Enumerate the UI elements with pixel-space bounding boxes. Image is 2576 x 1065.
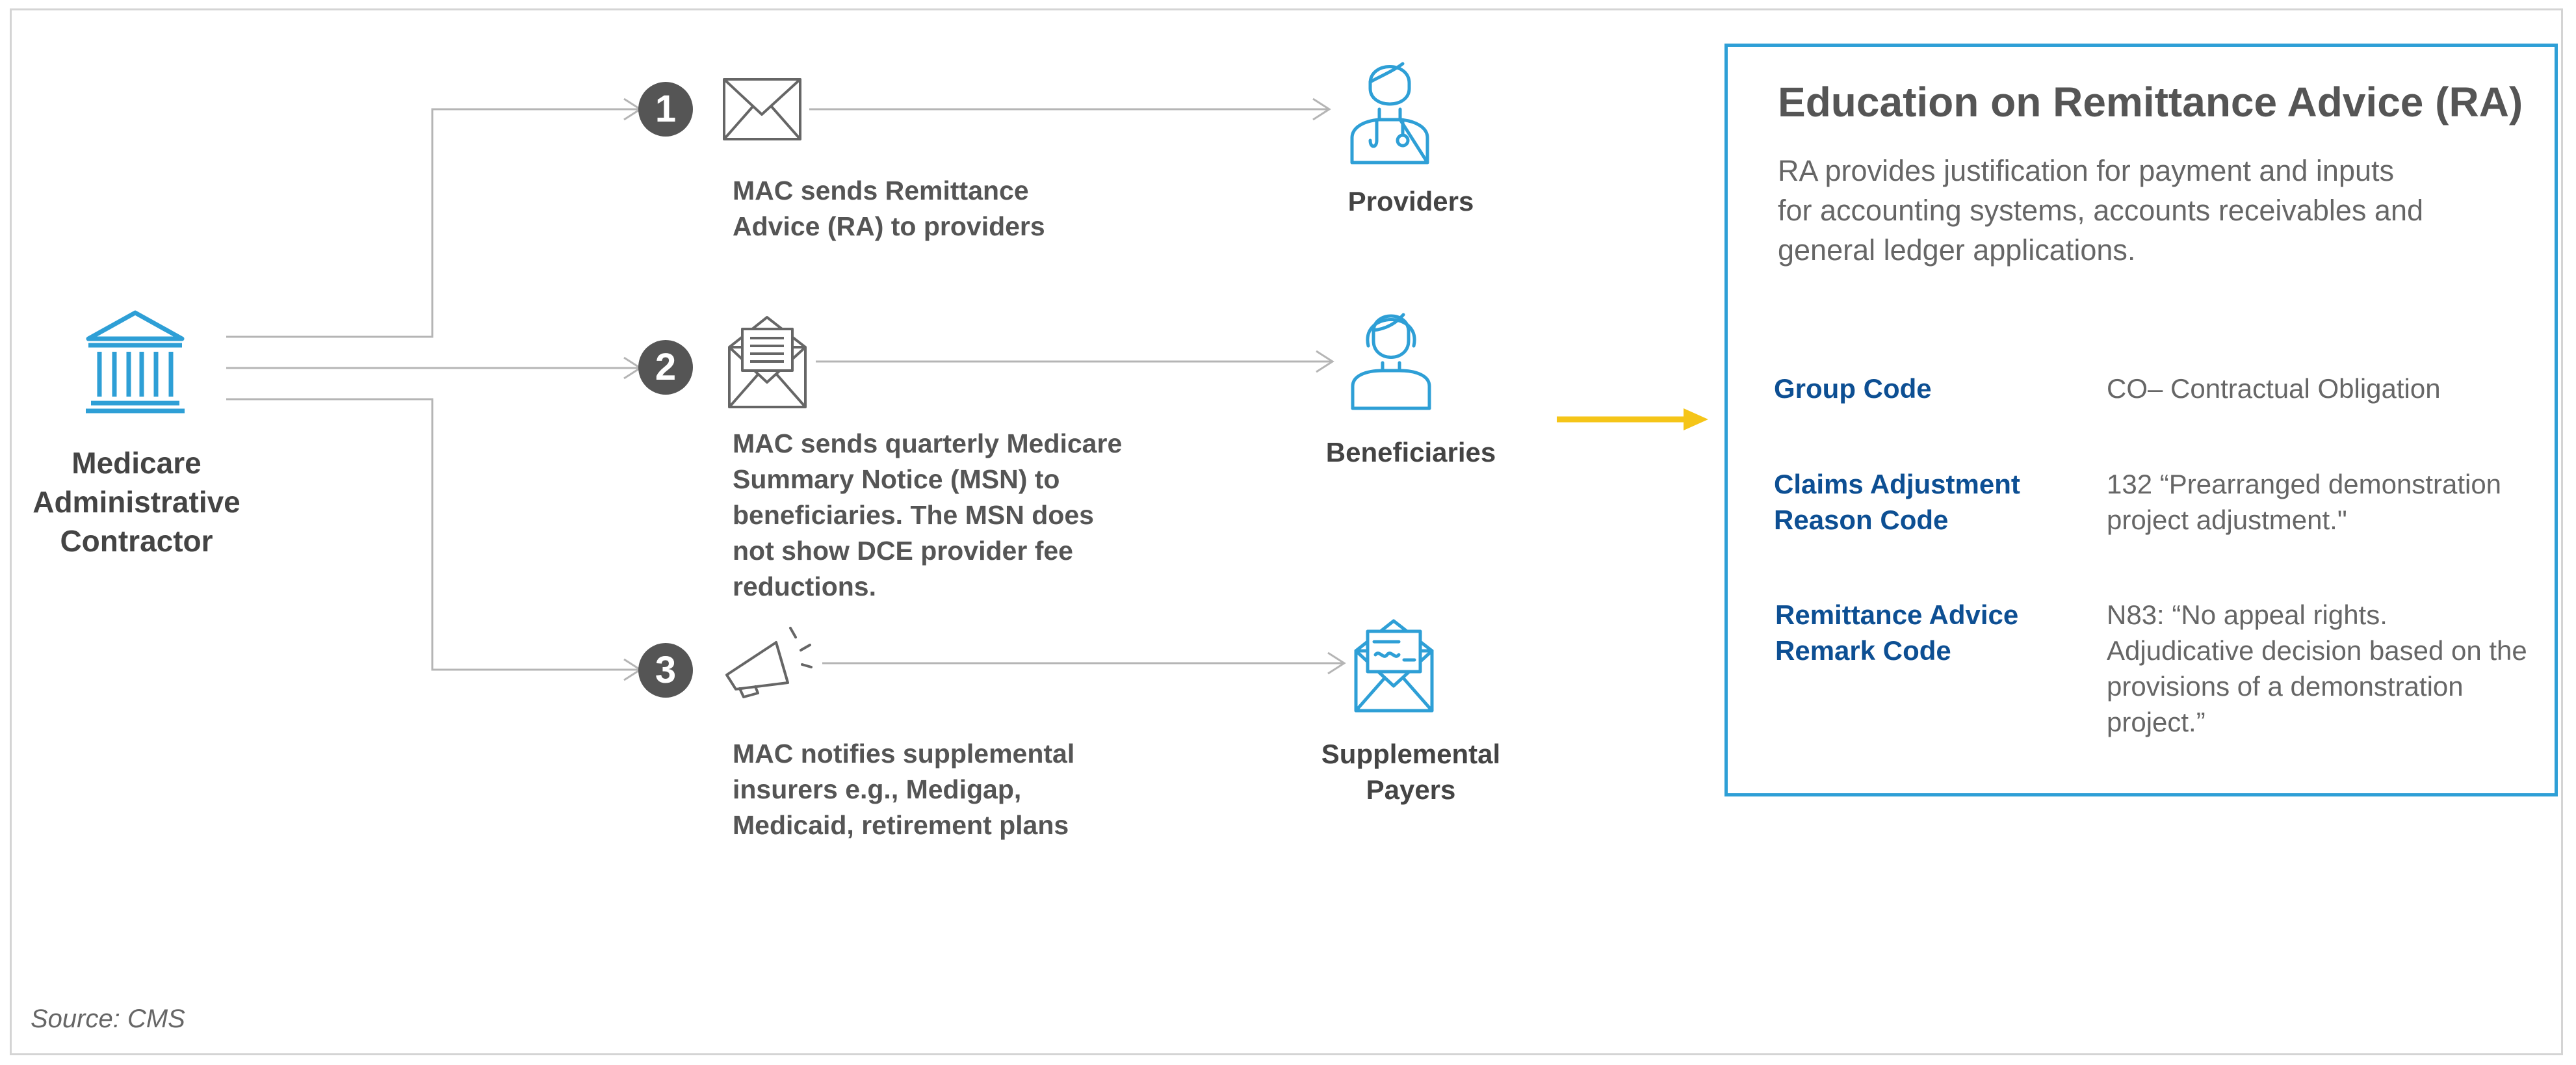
recipient-providers: Providers — [1347, 186, 1474, 217]
step-3-badge: 3 — [638, 643, 693, 698]
step-2-badge: 2 — [638, 340, 693, 395]
arrowhead-beneficiaries — [1316, 350, 1334, 373]
recipient-beneficiaries: Beneficiaries — [1325, 437, 1496, 467]
step-3-text: MAC notifies supplemental insurers e.g.,… — [733, 739, 1075, 840]
doctor-icon — [1350, 62, 1429, 164]
connector-step-3 — [226, 398, 640, 671]
megaphone-icon — [725, 627, 813, 698]
yellow-arrow — [1557, 408, 1708, 430]
code-name-claims-adjustment: Claims Adjustment Reason Code — [1774, 469, 2020, 535]
step-1-text: MAC sends Remittance Advice (RA) to prov… — [733, 176, 1045, 241]
person-icon — [1351, 313, 1431, 410]
connector-step-1 — [226, 108, 640, 338]
step-1-badge: 1 — [638, 82, 693, 137]
arrowhead-providers — [1312, 98, 1331, 121]
step-2-text: MAC sends quarterly Medicare Summary Not… — [733, 428, 1123, 601]
education-description: RA provides justification for payment an… — [1778, 154, 2424, 267]
code-name-remittance-remark: Remittance Advice Remark Code — [1775, 599, 2019, 666]
envelope-icon — [723, 78, 801, 140]
open-envelope-letter-icon — [728, 316, 807, 408]
diagram-frame — [10, 8, 2563, 1055]
contractor-label: Medicare Administrative Contractor — [33, 446, 241, 558]
education-title: Education on Remittance Advice (RA) — [1778, 79, 2523, 125]
education-panel — [1724, 44, 2558, 796]
code-value-group: CO– Contractual Obligation — [2107, 373, 2441, 404]
government-building-icon — [86, 310, 185, 414]
code-value-remittance-remark: N83: “No appeal rights. Adjudicative dec… — [2107, 599, 2527, 737]
check-envelope-icon — [1354, 619, 1434, 713]
recipient-supplemental-payers: Supplemental Payers — [1321, 739, 1501, 805]
source-note: Source: CMS — [31, 1005, 185, 1033]
code-name-group: Group Code — [1774, 373, 1932, 404]
arrowhead-supplemental — [1327, 651, 1346, 675]
code-value-claims-adjustment: 132 “Prearranged demonstration project a… — [2107, 469, 2502, 535]
